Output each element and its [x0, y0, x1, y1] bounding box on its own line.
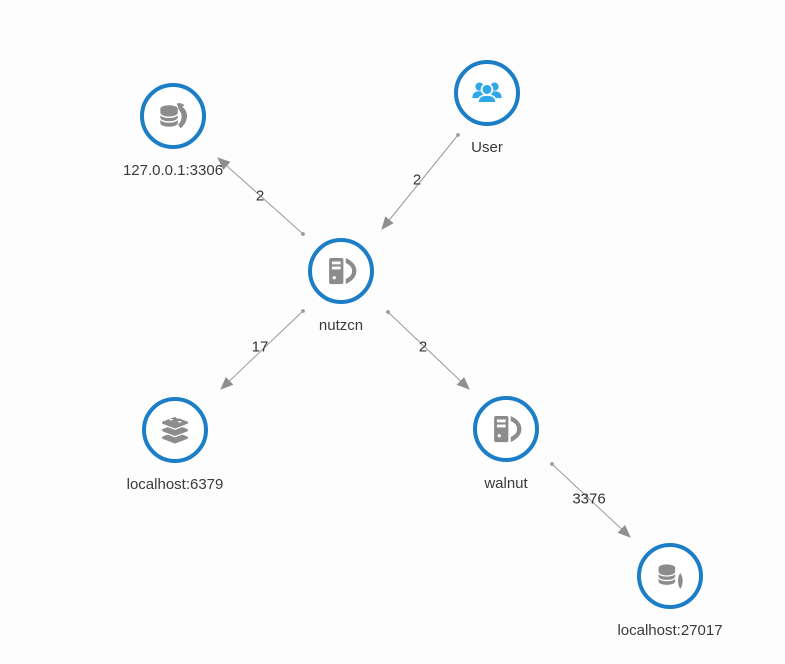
- edge-line[interactable]: [387, 311, 470, 390]
- edge-count-label[interactable]: 2: [413, 172, 421, 189]
- edge-source-dot: [301, 232, 305, 236]
- edge-source-dot: [456, 133, 460, 137]
- node-label: User: [471, 139, 503, 156]
- server-icon: [322, 252, 360, 290]
- edge-source-dot: [550, 462, 554, 466]
- edge-count-label[interactable]: 2: [419, 339, 427, 356]
- node-label: 127.0.0.1:3306: [122, 162, 224, 179]
- edge-count-label[interactable]: 17: [252, 339, 269, 356]
- redis-icon: [156, 411, 194, 449]
- node-circle[interactable]: [637, 543, 703, 609]
- node-redis[interactable]: localhost:6379: [90, 397, 260, 494]
- edge-user-nutzcn[interactable]: 2: [381, 133, 460, 230]
- edge-line[interactable]: [381, 134, 459, 230]
- node-label: localhost:27017: [617, 622, 723, 639]
- node-circle[interactable]: [454, 60, 520, 126]
- edge-walnut-mongodb[interactable]: 3376: [550, 462, 631, 538]
- edge-line[interactable]: [551, 463, 631, 538]
- node-walnut[interactable]: walnut: [421, 396, 591, 493]
- edge-line[interactable]: [220, 310, 304, 390]
- mongodb-database-icon: [651, 557, 689, 595]
- node-label: nutzcn: [318, 317, 364, 334]
- node-label: localhost:6379: [126, 476, 224, 493]
- edge-line[interactable]: [217, 157, 304, 235]
- edge-nutzcn-mysql[interactable]: 2: [217, 157, 305, 236]
- server-icon: [487, 410, 525, 448]
- node-mysql[interactable]: 127.0.0.1:3306: [88, 83, 258, 180]
- edge-source-dot: [301, 309, 305, 313]
- node-label: walnut: [484, 475, 528, 492]
- node-circle[interactable]: [142, 397, 208, 463]
- edge-count-label[interactable]: 2: [256, 188, 264, 205]
- node-user[interactable]: User: [402, 60, 572, 157]
- edge-source-dot: [386, 310, 390, 314]
- users-icon: [468, 74, 506, 112]
- node-circle[interactable]: [473, 396, 539, 462]
- node-mongodb[interactable]: localhost:27017: [585, 543, 755, 640]
- edge-nutzcn-redis[interactable]: 17: [220, 309, 305, 390]
- edge-count-label[interactable]: 3376: [572, 491, 605, 508]
- node-circle[interactable]: [140, 83, 206, 149]
- node-circle[interactable]: [308, 238, 374, 304]
- node-nutzcn[interactable]: nutzcn: [256, 238, 426, 335]
- edge-nutzcn-walnut[interactable]: 2: [386, 310, 470, 390]
- mysql-database-icon: [154, 97, 192, 135]
